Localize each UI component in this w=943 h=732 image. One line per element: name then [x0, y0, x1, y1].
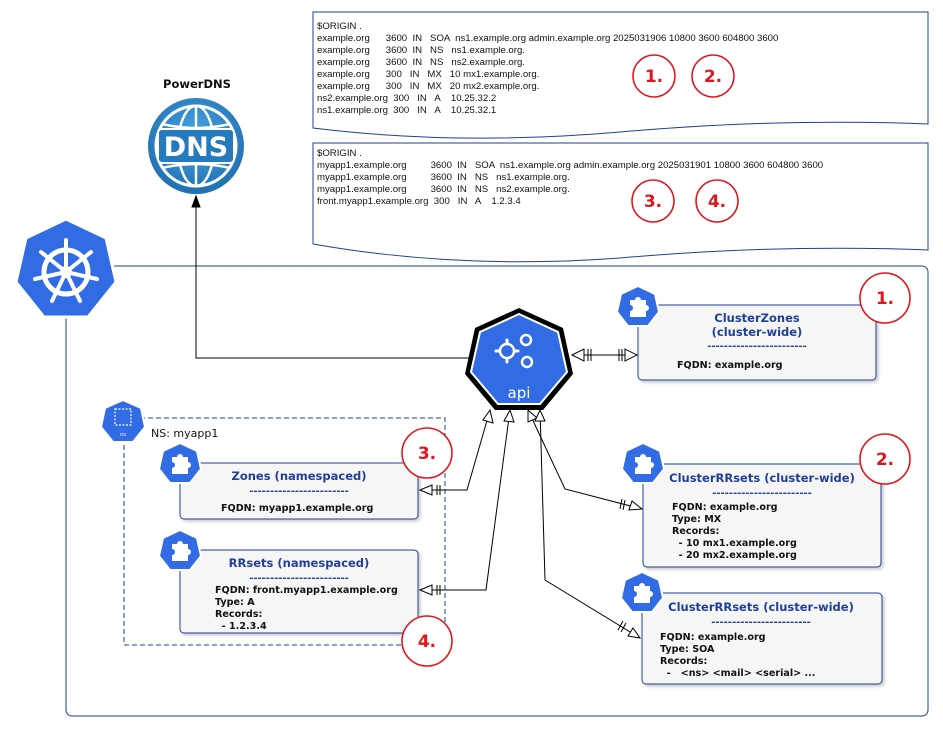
zone-file-myapp1: $ORIGIN . myapp1.example.org 3600 IN SOA…: [312, 142, 929, 263]
step-badge-4: 4.: [401, 615, 453, 667]
svg-text:api: api: [508, 384, 531, 402]
step-badge-4: 4.: [695, 179, 739, 223]
powerdns-label: PowerDNS: [163, 77, 231, 91]
svg-text:Type: SOA: Type: SOA: [660, 644, 715, 655]
namespace-label: NS: myapp1: [151, 427, 218, 440]
zones-card: Zones (namespaced) ---------------------…: [179, 462, 419, 520]
namespace-boundary: [123, 417, 446, 646]
svg-text:- 1.2.3.4: - 1.2.3.4: [215, 621, 267, 632]
step-badge-3: 3.: [631, 179, 675, 223]
svg-text:FQDN: myapp1.example.org: FQDN: myapp1.example.org: [221, 503, 373, 514]
zone-line: example.org 300 IN MX 10 mx1.example.org…: [317, 69, 539, 80]
svg-text:ClusterZones: ClusterZones: [714, 311, 800, 325]
step-badge-2: 2.: [691, 54, 735, 98]
namespace-icon: ns: [99, 398, 147, 443]
zone-line: $ORIGIN .: [317, 21, 362, 32]
step-badge-3: 3.: [401, 427, 453, 479]
zone-line: example.org 3600 IN NS ns1.example.org.: [317, 45, 525, 56]
cluster-zones-card: ClusterZones (cluster-wide) ------------…: [637, 304, 877, 381]
svg-text:- 20 mx2.example.org: - 20 mx2.example.org: [672, 550, 797, 561]
svg-text:------------------------: ------------------------: [249, 573, 349, 584]
svg-text:ClusterRRsets (cluster-wide): ClusterRRsets (cluster-wide): [668, 600, 854, 614]
zone-line: front.myapp1.example.org 300 IN A 1.2.3.…: [317, 196, 521, 207]
connectors: [191, 194, 644, 639]
svg-text:- 10 mx1.example.org: - 10 mx1.example.org: [672, 538, 797, 549]
svg-text:- <ns> <mail> <serial> ...: - <ns> <mail> <serial> ...: [660, 668, 815, 679]
svg-text:4.: 4.: [708, 192, 726, 212]
svg-text:------------------------: ------------------------: [249, 486, 349, 497]
rrsets-card: RRsets (namespaced) --------------------…: [179, 549, 419, 634]
rrsets-puzzle-icon: [157, 528, 203, 571]
zone-file-example-org: $ORIGIN . example.org 3600 IN SOA ns1.ex…: [312, 11, 929, 139]
svg-text:2.: 2.: [704, 67, 722, 87]
cluster-rrsets-mx-puzzle-icon: [620, 441, 666, 484]
svg-text:Zones (namespaced): Zones (namespaced): [231, 469, 366, 483]
step-badge-1: 1.: [632, 54, 676, 98]
zones-puzzle-icon: [157, 441, 203, 484]
cluster-rrsets-soa-card: ClusterRRsets (cluster-wide) -----------…: [641, 592, 883, 685]
svg-text:------------------------: ------------------------: [707, 341, 807, 352]
zone-line: myapp1.example.org 3600 IN NS ns2.exampl…: [317, 184, 570, 195]
svg-text:(cluster-wide): (cluster-wide): [712, 325, 803, 339]
svg-text:Type: MX: Type: MX: [672, 514, 722, 525]
cluster-frame: [65, 265, 929, 717]
svg-text:Records:: Records:: [215, 609, 262, 620]
svg-text:Type: A: Type: A: [215, 597, 255, 608]
svg-text:3.: 3.: [644, 192, 662, 212]
zone-line: example.org 3600 IN NS ns2.example.org.: [317, 57, 525, 68]
svg-text:3.: 3.: [418, 444, 436, 464]
svg-text:Records:: Records:: [660, 656, 707, 667]
svg-text:Records:: Records:: [672, 526, 719, 537]
api-server-icon: api: [465, 308, 573, 410]
powerdns-globe-icon: DNS: [148, 98, 244, 194]
svg-text:DNS: DNS: [164, 132, 228, 163]
cluster-rrsets-mx-card: ClusterRRsets (cluster-wide) -----------…: [642, 463, 882, 568]
step-badge-1: 1.: [859, 272, 911, 324]
cluster-zones-puzzle-icon: [615, 284, 661, 327]
svg-text:2.: 2.: [876, 450, 894, 470]
kubernetes-helm-icon: [14, 217, 118, 319]
svg-text:ns: ns: [120, 432, 126, 438]
svg-text:1.: 1.: [645, 67, 663, 87]
svg-text:RRsets (namespaced): RRsets (namespaced): [229, 556, 370, 570]
svg-text:FQDN: example.org: FQDN: example.org: [672, 502, 778, 513]
svg-text:ClusterRRsets (cluster-wide): ClusterRRsets (cluster-wide): [669, 471, 855, 485]
svg-text:------------------------: ------------------------: [711, 617, 811, 628]
zone-line: $ORIGIN .: [317, 148, 362, 159]
zone-line: ns2.example.org 300 IN A 10.25.32.2: [317, 93, 496, 104]
svg-text:4.: 4.: [418, 632, 436, 652]
zone-line: example.org 3600 IN SOA ns1.example.org …: [317, 33, 778, 44]
svg-text:1.: 1.: [876, 289, 894, 309]
step-badge-2: 2.: [859, 433, 911, 485]
cluster-rrsets-soa-puzzle-icon: [619, 570, 665, 613]
svg-text:FQDN: front.myapp1.example.org: FQDN: front.myapp1.example.org: [215, 585, 398, 596]
svg-text:FQDN: example.org: FQDN: example.org: [677, 360, 783, 371]
zone-line: myapp1.example.org 3600 IN NS ns1.exampl…: [317, 172, 570, 183]
zone-line: myapp1.example.org 3600 IN SOA ns1.examp…: [317, 160, 823, 171]
svg-text:FQDN: example.org: FQDN: example.org: [660, 632, 766, 643]
zone-line: ns1.example.org 300 IN A 10.25.32.1: [317, 105, 496, 116]
zone-line: example.org 300 IN MX 20 mx2.example.org…: [317, 81, 539, 92]
svg-text:------------------------: ------------------------: [712, 488, 812, 499]
